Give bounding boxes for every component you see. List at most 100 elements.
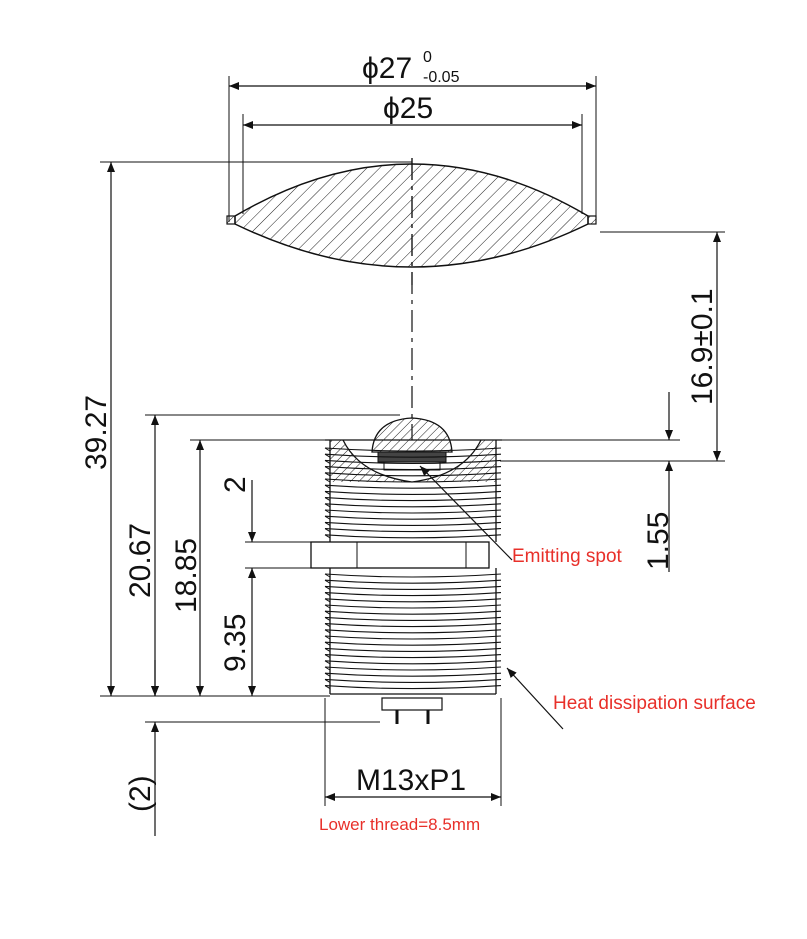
diameter-25-dimension: ϕ25 bbox=[242, 92, 583, 214]
upper-thread-line bbox=[324, 503, 502, 508]
lower-thread-line-tip bbox=[324, 610, 331, 615]
lower-thread-line-tip bbox=[324, 660, 331, 665]
lower-thread-line-tip bbox=[324, 579, 331, 584]
lower-thread-line-tip bbox=[324, 585, 331, 590]
upper-thread-line-tip bbox=[324, 472, 331, 477]
thread-spec-label: M13xP1 bbox=[356, 764, 466, 797]
diameter-27-tol-upper: 0 bbox=[423, 49, 432, 66]
lower-thread-line bbox=[324, 579, 502, 584]
connector-base bbox=[381, 697, 443, 711]
lower-thread-note: Lower thread=8.5mm bbox=[319, 815, 480, 834]
dim-16-9: 16.9±0.1 bbox=[500, 231, 725, 462]
flange bbox=[310, 541, 490, 569]
upper-thread-line-tip bbox=[324, 459, 331, 464]
upper-thread-line-tip bbox=[324, 478, 331, 483]
dim-16-9-label: 16.9±0.1 bbox=[686, 288, 719, 405]
dim-1-55-label: 1.55 bbox=[642, 512, 675, 570]
lower-thread-line bbox=[324, 592, 502, 597]
lower-thread-line bbox=[324, 672, 502, 677]
upper-thread-line bbox=[324, 466, 502, 471]
upper-thread-line bbox=[324, 490, 502, 495]
lower-thread-line-tip bbox=[324, 685, 331, 690]
upper-thread-line-tip bbox=[324, 466, 331, 471]
upper-thread-line bbox=[324, 478, 502, 483]
lower-thread-line bbox=[324, 573, 502, 578]
upper-thread-line bbox=[324, 534, 502, 539]
lower-thread-line-tip bbox=[324, 647, 331, 652]
lower-thread-line-tip bbox=[324, 573, 331, 578]
lower-thread-line bbox=[324, 678, 502, 683]
dim-2: 2 9.35 bbox=[219, 476, 311, 696]
lower-thread-line-tip bbox=[324, 666, 331, 671]
upper-thread-line-tip bbox=[324, 521, 331, 526]
dim-9-35-label: 9.35 bbox=[219, 614, 252, 672]
upper-thread-line bbox=[324, 447, 502, 452]
upper-thread-line bbox=[324, 459, 502, 464]
emitting-spot-label: Emitting spot bbox=[512, 546, 623, 567]
lower-thread-line bbox=[324, 616, 502, 621]
dim-18-85-label: 18.85 bbox=[170, 538, 203, 613]
upper-thread-line-tip bbox=[324, 484, 331, 489]
lower-thread-line-tip bbox=[324, 616, 331, 621]
dim-18-85: 18.85 bbox=[170, 439, 330, 696]
lower-thread-line bbox=[324, 685, 502, 690]
upper-thread-line-tip bbox=[324, 490, 331, 495]
upper-thread-line-tip bbox=[324, 453, 331, 458]
lower-thread-line bbox=[324, 623, 502, 628]
dim-20-67: 20.67 bbox=[124, 414, 400, 696]
dim-thread: M13xP1 bbox=[324, 698, 502, 806]
lower-thread-line bbox=[324, 585, 502, 590]
lower-thread-line bbox=[324, 654, 502, 659]
upper-thread-line-tip bbox=[324, 497, 331, 502]
housing bbox=[310, 417, 502, 724]
diameter-27-label: ϕ27 bbox=[362, 52, 412, 85]
dim-pin-label: (2) bbox=[124, 775, 157, 812]
upper-thread-line-tip bbox=[324, 534, 331, 539]
lower-thread-line-tip bbox=[324, 654, 331, 659]
upper-thread-line bbox=[324, 509, 502, 514]
dim-2-label: 2 bbox=[219, 476, 252, 493]
lower-thread-line-tip bbox=[324, 641, 331, 646]
heat-dissipation-callout: Heat dissipation surface bbox=[506, 667, 756, 730]
lower-thread-line bbox=[324, 610, 502, 615]
upper-thread-line-tip bbox=[324, 515, 331, 520]
diameter-25-label: ϕ25 bbox=[383, 92, 433, 125]
lower-thread-line bbox=[324, 598, 502, 603]
upper-thread-line-tip bbox=[324, 447, 331, 452]
lower-thread-line bbox=[324, 666, 502, 671]
lower-thread-line bbox=[324, 647, 502, 652]
dim-1-55: 1.55 bbox=[450, 392, 680, 572]
lower-thread-line bbox=[324, 635, 502, 640]
dim-pin: (2) bbox=[124, 660, 380, 836]
lower-thread-line-tip bbox=[324, 678, 331, 683]
lower-thread-line-tip bbox=[324, 635, 331, 640]
lower-thread-line-tip bbox=[324, 592, 331, 597]
lower-thread-line bbox=[324, 641, 502, 646]
lower-thread-line-tip bbox=[324, 623, 331, 628]
emitter-dome bbox=[371, 417, 453, 453]
lower-thread-line-tip bbox=[324, 629, 331, 634]
lower-thread-line bbox=[324, 660, 502, 665]
upper-thread-line bbox=[324, 515, 502, 520]
lower-thread-line-tip bbox=[324, 598, 331, 603]
heat-dissipation-label: Heat dissipation surface bbox=[553, 693, 756, 714]
upper-thread-line bbox=[324, 453, 502, 458]
upper-thread-line bbox=[324, 497, 502, 502]
diameter-27-tol-lower: -0.05 bbox=[423, 69, 460, 86]
lower-thread-line bbox=[324, 629, 502, 634]
upper-thread-line bbox=[324, 472, 502, 477]
lower-thread-line-tip bbox=[324, 604, 331, 609]
dim-20-67-label: 20.67 bbox=[124, 523, 157, 598]
dim-39-27-label: 39.27 bbox=[80, 395, 113, 470]
lower-thread-line bbox=[324, 604, 502, 609]
diameter-27-dimension: ϕ27 0 -0.05 bbox=[228, 49, 597, 222]
upper-thread-line-tip bbox=[324, 509, 331, 514]
upper-thread-line bbox=[324, 528, 502, 533]
dim-39-27: 39.27 bbox=[80, 161, 412, 697]
upper-thread-line-tip bbox=[324, 503, 331, 508]
lower-thread-line-tip bbox=[324, 672, 331, 677]
lens bbox=[226, 158, 597, 285]
upper-thread-line bbox=[324, 484, 502, 489]
upper-thread-line-tip bbox=[324, 528, 331, 533]
